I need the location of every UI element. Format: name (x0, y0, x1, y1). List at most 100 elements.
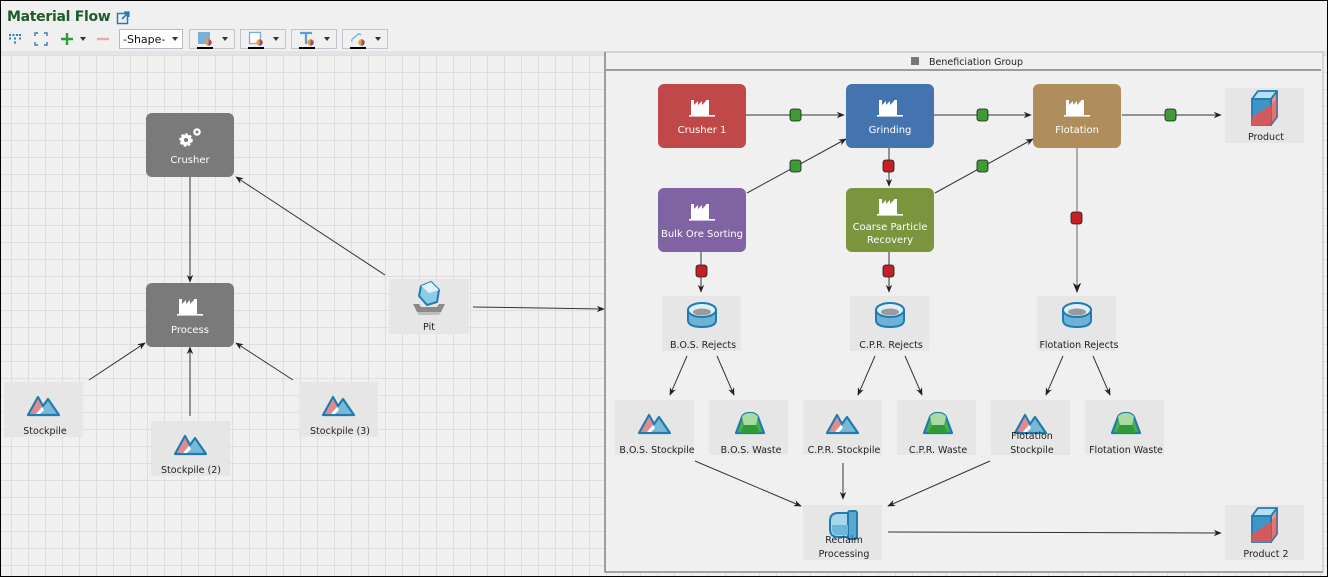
hierarchy-layout-icon (9, 34, 21, 44)
node-label: C.P.R. Rejects (859, 340, 923, 351)
node-grinding[interactable]: Grinding (846, 84, 934, 148)
node-process[interactable]: Process (146, 283, 234, 347)
node-label-line1: Coarse Particle (853, 222, 928, 233)
group-title: Beneficiation Group (929, 57, 1023, 68)
edge-stockpile3-process[interactable] (235, 342, 294, 381)
link-color-button[interactable] (342, 29, 388, 49)
node-label-line1: Reclaim (825, 535, 863, 546)
diagram-canvas[interactable]: Beneficiation Group (1, 51, 1327, 576)
node-label-line2: Recovery (867, 235, 913, 246)
edge-flotrej-flotstock[interactable] (1045, 355, 1064, 396)
open-external-icon[interactable] (116, 10, 131, 25)
status-ok-marker[interactable] (976, 159, 989, 173)
add-node-dropdown[interactable] (77, 29, 89, 49)
edge-flotstock-reclaim[interactable] (887, 460, 991, 507)
node-bulk-ore-sorting[interactable]: Bulk Ore Sorting (658, 188, 746, 252)
edge-pit-crusher[interactable] (235, 176, 386, 276)
minus-icon (97, 37, 109, 41)
edges (88, 111, 1222, 537)
node-label: B.O.S. Stockpile (619, 445, 694, 456)
node-label: Stockpile (3) (310, 426, 370, 437)
edge-bosrej-boswaste[interactable] (716, 355, 735, 396)
node-flotation-waste[interactable]: Flotation Waste (1085, 400, 1164, 456)
node-label: Flotation (1055, 125, 1099, 136)
node-flotation-rejects[interactable]: Flotation Rejects (1037, 296, 1119, 351)
node-reclaim-processing[interactable]: Reclaim Processing (803, 505, 882, 560)
group-square-icon (911, 57, 919, 65)
node-crusher-1[interactable]: Crusher 1 (658, 84, 746, 148)
node-label: Stockpile (2) (161, 465, 221, 476)
fill-color-button[interactable] (189, 29, 235, 49)
node-flotation-stockpile[interactable]: Flotation Stockpile (991, 400, 1070, 456)
fit-to-screen-icon (34, 32, 48, 46)
node-label: Product 2 (1243, 549, 1288, 560)
status-ok-marker[interactable] (1164, 108, 1177, 122)
remove-node-button[interactable] (93, 29, 113, 49)
node-label: Stockpile (23, 426, 67, 437)
add-node-button[interactable] (57, 29, 77, 49)
chevron-down-icon (372, 29, 384, 49)
status-error-marker[interactable] (882, 264, 895, 278)
edge-stockpile-process[interactable] (88, 342, 146, 381)
node-label: Pit (423, 322, 435, 333)
node-label: Grinding (869, 125, 912, 136)
node-coarse-particle-recovery[interactable]: Coarse Particle Recovery (846, 188, 934, 252)
node-cpr-stockpile[interactable]: C.P.R. Stockpile (803, 400, 882, 456)
node-label: C.P.R. Waste (909, 445, 968, 456)
node-label: Process (171, 325, 209, 336)
node-label: C.P.R. Stockpile (808, 445, 881, 456)
node-stockpile-3[interactable]: Stockpile (3) (299, 382, 378, 437)
status-error-marker[interactable] (695, 264, 708, 278)
node-label: Bulk Ore Sorting (661, 229, 743, 240)
edge-bosstock-reclaim[interactable] (694, 460, 802, 507)
status-ok-marker[interactable] (789, 108, 802, 122)
node-crusher[interactable]: Crusher (146, 113, 234, 177)
fill-color-icon (197, 31, 213, 49)
plus-icon (61, 33, 73, 45)
toolbar: -Shape- (5, 28, 388, 50)
border-color-icon (248, 31, 264, 49)
node-label: Crusher 1 (678, 125, 727, 136)
shape-select-value: -Shape- (123, 32, 166, 46)
node-label: B.O.S. Rejects (670, 340, 736, 351)
node-product-2[interactable]: Product 2 (1225, 505, 1304, 560)
bin-icon (1062, 302, 1092, 328)
node-label: Crusher (170, 155, 210, 166)
node-label: B.O.S. Waste (721, 445, 782, 456)
status-ok-marker[interactable] (789, 159, 802, 173)
chevron-down-icon (270, 29, 282, 49)
node-flotation[interactable]: Flotation (1033, 84, 1121, 148)
node-stockpile-2[interactable]: Stockpile (2) (151, 421, 230, 476)
status-ok-marker[interactable] (976, 108, 989, 122)
edge-pit-group[interactable] (472, 305, 605, 313)
page-title: Material Flow (7, 9, 111, 25)
edge-bosrej-bosstock[interactable] (669, 355, 688, 396)
node-product[interactable]: Product (1225, 88, 1304, 143)
node-bos-waste[interactable]: B.O.S. Waste (709, 400, 788, 456)
status-error-marker[interactable] (882, 159, 895, 173)
edge-flotrej-flotwaste[interactable] (1092, 355, 1111, 396)
shape-select[interactable]: -Shape- (119, 29, 183, 49)
node-bos-rejects[interactable]: B.O.S. Rejects (662, 296, 741, 351)
edge-cprrej-cprstock[interactable] (857, 355, 876, 396)
hierarchy-layout-button[interactable] (5, 29, 25, 49)
bin-icon (875, 302, 905, 328)
node-label-line2: Stockpile (1010, 445, 1054, 456)
node-stockpile[interactable]: Stockpile (4, 382, 83, 437)
fit-to-screen-button[interactable] (31, 29, 51, 49)
bin-icon (687, 302, 717, 328)
text-color-button[interactable] (291, 29, 337, 49)
node-cpr-rejects[interactable]: C.P.R. Rejects (850, 296, 929, 351)
node-bos-stockpile[interactable]: B.O.S. Stockpile (615, 400, 695, 456)
node-label: Flotation Waste (1089, 445, 1163, 456)
product-cube-icon (1251, 90, 1278, 126)
node-pit[interactable]: Pit (389, 279, 469, 334)
node-label-line1: Flotation (1011, 431, 1053, 442)
border-color-button[interactable] (240, 29, 286, 49)
status-error-marker[interactable] (1070, 211, 1083, 225)
edge-cprrej-cprwaste[interactable] (904, 355, 923, 396)
node-cpr-waste[interactable]: C.P.R. Waste (897, 400, 976, 456)
node-label: Product (1248, 132, 1284, 143)
edge-reclaim-product2[interactable] (887, 529, 1222, 537)
